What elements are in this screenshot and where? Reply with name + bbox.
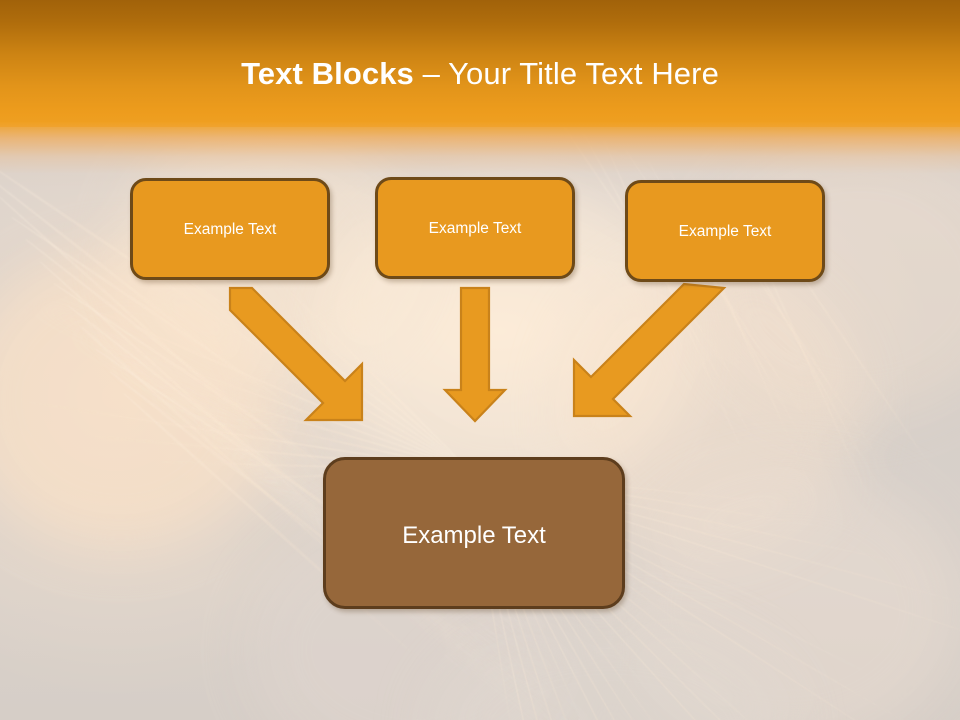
- page-title-separator: –: [413, 56, 449, 91]
- page-title-bold: Text Blocks: [241, 56, 414, 91]
- page-title: Text Blocks – Your Title Text Here: [0, 54, 960, 94]
- text-block-1[interactable]: Example Text: [130, 178, 330, 280]
- text-block-1-label: Example Text: [183, 221, 277, 238]
- text-block-result-label: Example Text: [402, 522, 546, 549]
- text-block-3[interactable]: Example Text: [625, 180, 825, 282]
- text-block-2-label: Example Text: [428, 220, 522, 237]
- text-block-3-label: Example Text: [678, 223, 772, 240]
- text-block-result[interactable]: Example Text: [323, 457, 625, 609]
- page-title-regular: Your Title Text Here: [448, 56, 719, 91]
- title-banner: [0, 0, 960, 127]
- text-block-2[interactable]: Example Text: [375, 177, 575, 279]
